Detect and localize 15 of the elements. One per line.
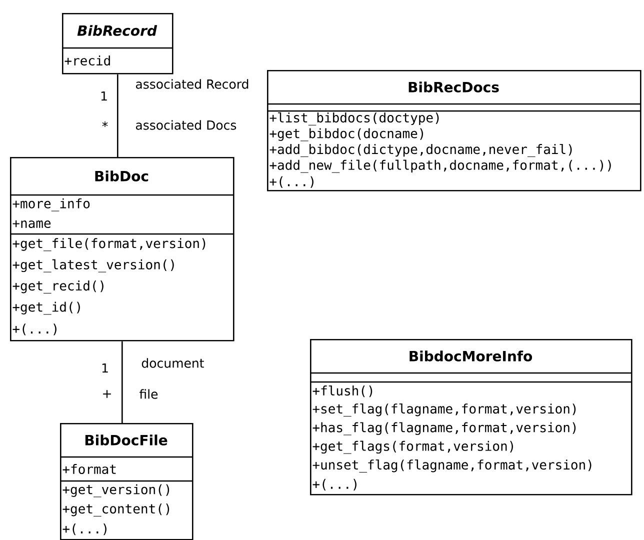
role-label: associated Docs: [136, 120, 236, 130]
role-label: associated Record: [136, 79, 248, 89]
multiplicity-label: +: [103, 390, 111, 398]
role-label: document: [142, 358, 204, 368]
class-box: BibRecDocs +list_bibdocs(doctype) +get_bibdoc(docname) +add_bibdoc(dictype,docname,never_fail) +add_new_file(fullpath,docname,format,(...)) +(...): [267, 70, 642, 192]
multiplicity-label: *: [102, 121, 108, 128]
class-box: BibDoc +more_info +name +get_file(format,version) +get_latest_version() +get_recid() +get_id() +(...): [10, 157, 234, 342]
role-label: file: [139, 389, 158, 399]
class-box: BibDocFile +format +get_version() +get_content() +(...): [60, 423, 194, 540]
multiplicity-label: 1: [101, 91, 107, 101]
multiplicity-label: 1: [102, 363, 108, 373]
association-line: [117, 74, 118, 157]
class-box: BibdocMoreInfo +flush() +set_flag(flagname,format,version) +has_flag(flagname,format,version) +get_flags(format,version) +unset_flag(flagname,format,version) +(...): [310, 339, 632, 496]
association-line: [122, 341, 123, 423]
class-box: BibRecord +recid: [62, 13, 174, 74]
